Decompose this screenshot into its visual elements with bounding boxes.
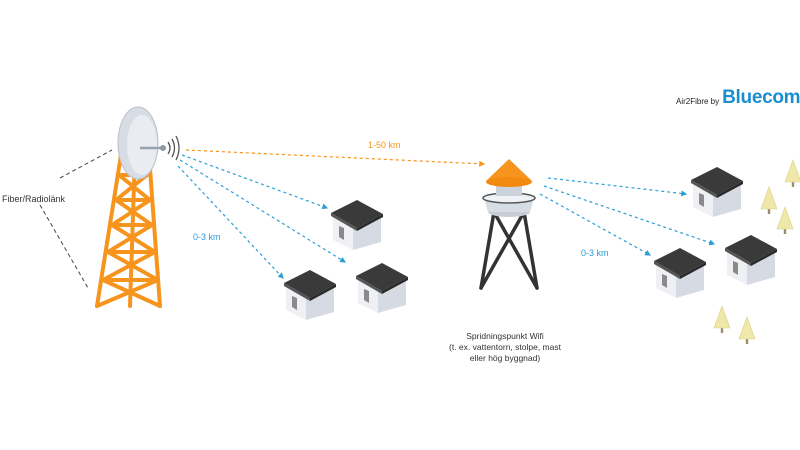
short-range-distance-label-left: 0-3 km (193, 232, 221, 242)
short-range-links-right (539, 177, 716, 256)
brand-prefix: Air2Fibre by (676, 97, 720, 106)
house-1 (331, 200, 383, 250)
house-3 (356, 263, 408, 313)
house-5 (725, 235, 777, 285)
caption-line-3: eller hög byggnad) (469, 353, 541, 363)
short-range-distance-label-right: 0-3 km (581, 248, 609, 258)
short-range-links-left (177, 154, 347, 279)
satellite-dish-icon (117, 106, 180, 180)
caption-line-2: (t. ex. vattentorn, stolpe, mast (449, 342, 561, 352)
house-2 (284, 270, 336, 320)
house-6 (654, 248, 706, 298)
caption-line-1: Spridningspunkt Wifi (466, 331, 544, 341)
brand-logo: Air2Fibre by Bluecom (676, 86, 800, 108)
lattice-tower (95, 153, 162, 308)
fiber-radio-label: Fiber/Radiolänk (2, 194, 66, 204)
brand-name: Bluecom (722, 87, 800, 108)
water-tower (479, 159, 539, 290)
long-range-link (185, 149, 486, 167)
house-4 (691, 167, 743, 217)
distribution-point-caption: Spridningspunkt Wifi (t. ex. vattentorn,… (430, 331, 580, 364)
fiber-link-lines (39, 149, 113, 289)
long-range-distance-label: 1-50 km (368, 140, 401, 150)
